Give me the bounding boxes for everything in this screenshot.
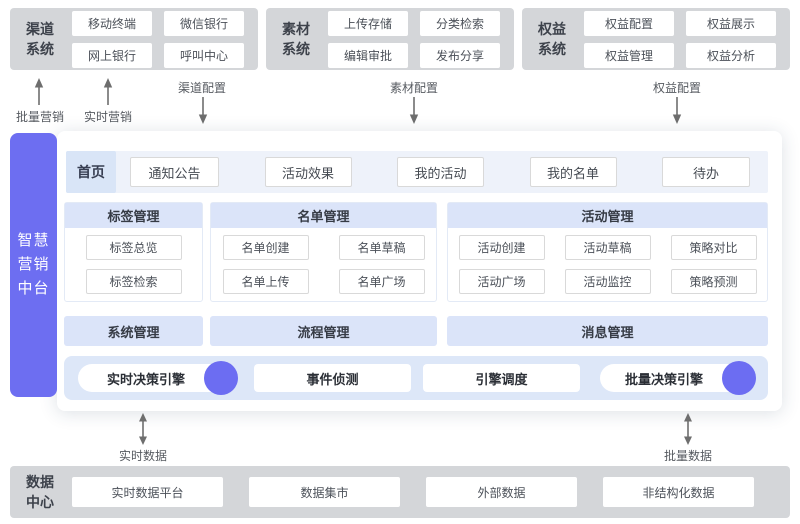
data-center-chip[interactable]: 非结构化数据 [603, 477, 754, 507]
engine-event-detection[interactable]: 事件侦测 [254, 364, 411, 392]
flow-label-channel-config: 渠道配置 [177, 81, 226, 95]
material-chip[interactable]: 上传存储 [328, 10, 408, 36]
nav-item-todo[interactable]: 待办 [662, 157, 750, 187]
material-system-label: 素材系统 [282, 20, 310, 57]
rights-system-label: 权益系统 [538, 20, 566, 57]
engine-scheduling[interactable]: 引擎调度 [423, 364, 580, 392]
list-button[interactable]: 名单创建 [222, 235, 309, 260]
nav-item-home[interactable]: 首页 [66, 151, 116, 193]
engine-label: 事件侦测 [306, 371, 359, 387]
material-system-grid: 上传存储 分类检索 编辑审批 发布分享 [328, 10, 500, 68]
nav-items: 通知公告 活动效果 我的活动 我的名单 待办 [116, 157, 768, 187]
engine-dot-icon [722, 361, 756, 395]
down-arrow-icon [409, 97, 419, 124]
platform-sidebar: 智慧营销中台 [10, 133, 57, 397]
up-arrow-icon [103, 78, 113, 105]
flow-label-batch-marketing: 批量营销 [15, 110, 64, 124]
nav-item-my-lists[interactable]: 我的名单 [529, 157, 617, 187]
double-arrow-icon [139, 413, 147, 445]
bar-process-management[interactable]: 流程管理 [210, 316, 437, 346]
rights-chip[interactable]: 权益配置 [584, 10, 674, 36]
engine-realtime-decision[interactable]: 实时决策引擎 [78, 361, 238, 395]
section-body: 标签总览 标签检索 [65, 228, 202, 301]
channel-chip[interactable]: 网上银行 [72, 42, 152, 68]
data-center-box: 数据中心 实时数据平台 数据集市 外部数据 非结构化数据 [10, 466, 790, 518]
rights-chip[interactable]: 权益分析 [686, 42, 776, 68]
material-chip[interactable]: 发布分享 [420, 42, 500, 68]
tag-button[interactable]: 标签检索 [85, 269, 182, 294]
campaign-button[interactable]: 活动监控 [564, 269, 651, 294]
channel-chip[interactable]: 呼叫中心 [164, 42, 244, 68]
flow-label-realtime-marketing: 实时营销 [83, 110, 132, 124]
section-tag-management: 标签管理 标签总览 标签检索 [64, 202, 203, 302]
down-arrow-icon [672, 97, 682, 124]
engine-label: 批量决策引擎 [624, 371, 703, 387]
nav-item-my-campaigns[interactable]: 我的活动 [397, 157, 484, 187]
nav-item-notices[interactable]: 通知公告 [130, 157, 219, 187]
engine-batch-decision[interactable]: 批量决策引擎 [600, 361, 756, 395]
channel-chip[interactable]: 移动终端 [72, 10, 152, 36]
flow-label-batch-data: 批量数据 [663, 449, 712, 463]
rights-system-grid: 权益配置 权益展示 权益管理 权益分析 [584, 10, 776, 68]
list-button[interactable]: 名单上传 [222, 269, 309, 294]
campaign-button[interactable]: 活动广场 [458, 269, 545, 294]
data-center-chip[interactable]: 外部数据 [426, 477, 577, 507]
data-center-chip[interactable]: 数据集市 [249, 477, 400, 507]
platform-title: 智慧营销中台 [17, 232, 50, 297]
bar-system-management[interactable]: 系统管理 [64, 316, 203, 346]
material-chip[interactable]: 分类检索 [420, 10, 500, 36]
up-arrow-icon [34, 78, 44, 105]
section-list-management: 名单管理 名单创建 名单草稿 名单上传 名单广场 [210, 202, 437, 302]
section-title: 名单管理 [211, 203, 436, 228]
engine-row: 实时决策引擎 事件侦测 引擎调度 批量决策引擎 [64, 356, 768, 400]
channel-chip[interactable]: 微信银行 [164, 10, 244, 36]
channel-system-label: 渠道系统 [26, 20, 54, 57]
data-center-chip[interactable]: 实时数据平台 [72, 477, 223, 507]
rights-chip[interactable]: 权益管理 [584, 42, 674, 68]
engine-dot-icon [204, 361, 238, 395]
down-arrow-icon [198, 97, 208, 124]
campaign-button[interactable]: 活动草稿 [564, 235, 651, 260]
list-button[interactable]: 名单草稿 [338, 235, 425, 260]
campaign-button[interactable]: 活动创建 [458, 235, 545, 260]
section-body: 名单创建 名单草稿 名单上传 名单广场 [211, 228, 436, 301]
channel-system-grid: 移动终端 微信银行 网上银行 呼叫中心 [72, 10, 244, 68]
rights-chip[interactable]: 权益展示 [686, 10, 776, 36]
section-campaign-management: 活动管理 活动创建 活动草稿 策略对比 活动广场 活动监控 策略预测 [447, 202, 768, 302]
flow-label-rights-config: 权益配置 [652, 81, 701, 95]
channel-system-box: 渠道系统 移动终端 微信银行 网上银行 呼叫中心 [10, 8, 258, 70]
tag-button[interactable]: 标签总览 [85, 235, 182, 260]
campaign-button[interactable]: 策略对比 [670, 235, 757, 260]
data-center-grid: 实时数据平台 数据集市 外部数据 非结构化数据 [72, 477, 776, 507]
flow-label-material-config: 素材配置 [389, 81, 438, 95]
material-chip[interactable]: 编辑审批 [328, 42, 408, 68]
platform-nav: 首页 通知公告 活动效果 我的活动 我的名单 待办 [66, 151, 768, 193]
nav-item-campaign-effect[interactable]: 活动效果 [264, 157, 352, 187]
campaign-button[interactable]: 策略预测 [670, 269, 757, 294]
section-title: 标签管理 [65, 203, 202, 228]
section-title: 活动管理 [448, 203, 767, 228]
data-center-label: 数据中心 [26, 473, 54, 510]
rights-system-box: 权益系统 权益配置 权益展示 权益管理 权益分析 [522, 8, 790, 70]
platform-card: 首页 通知公告 活动效果 我的活动 我的名单 待办 标签管理 标签总览 标签检索… [57, 131, 782, 411]
bar-message-management[interactable]: 消息管理 [447, 316, 768, 346]
engine-label: 引擎调度 [475, 371, 528, 387]
material-system-box: 素材系统 上传存储 分类检索 编辑审批 发布分享 [266, 8, 514, 70]
list-button[interactable]: 名单广场 [338, 269, 425, 294]
engine-label: 实时决策引擎 [106, 371, 185, 387]
flow-label-realtime-data: 实时数据 [118, 449, 167, 463]
double-arrow-icon [684, 413, 692, 445]
section-body: 活动创建 活动草稿 策略对比 活动广场 活动监控 策略预测 [448, 228, 767, 301]
